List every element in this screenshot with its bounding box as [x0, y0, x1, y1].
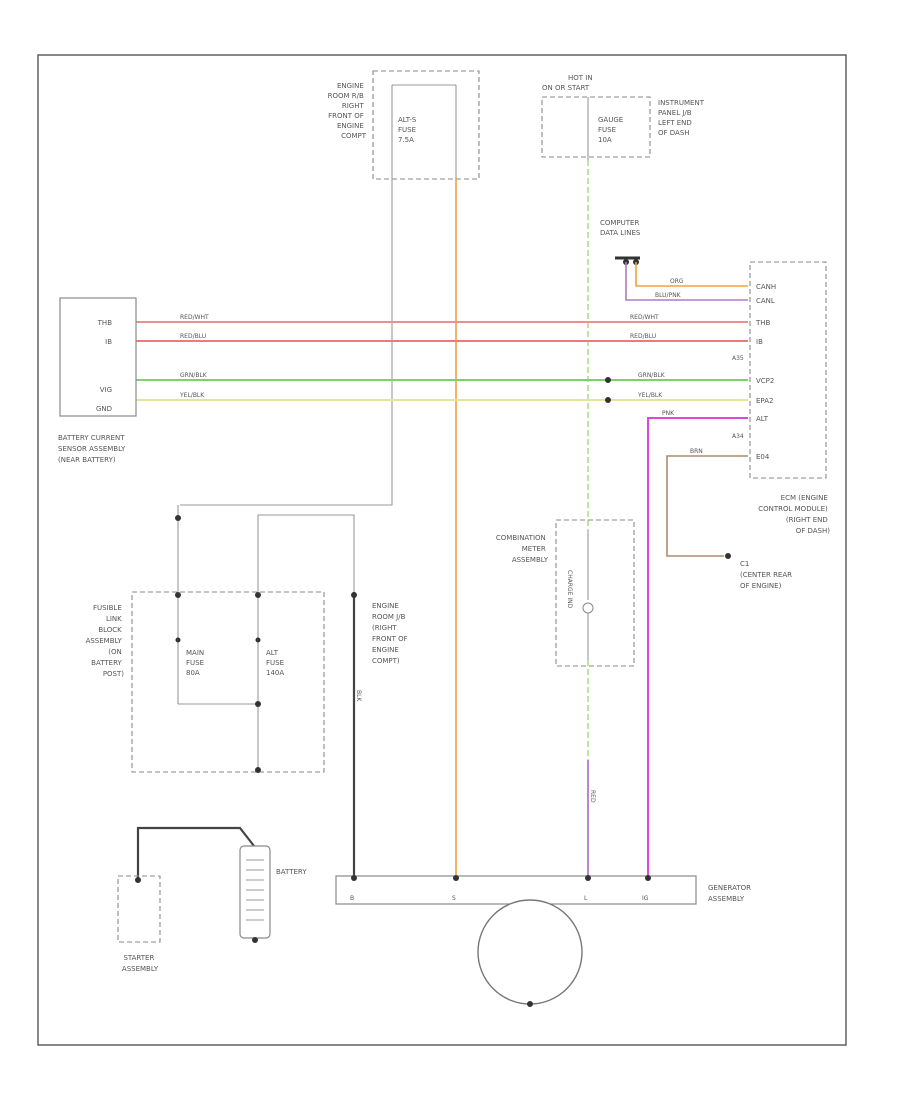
wire-pink-alt	[647, 417, 748, 878]
diagram-border	[37, 54, 847, 1046]
gauge-fuse-label-2: FUSE	[598, 126, 616, 134]
ecm-pin-thb: THB	[755, 319, 771, 327]
alt-fuse-label-2: FUSE	[266, 659, 284, 667]
splice-gnd	[605, 397, 611, 403]
wire-label-red-blu-right: RED/BLU	[630, 333, 656, 340]
wire-canh	[635, 262, 748, 287]
wire-label-blk: BLK	[355, 690, 362, 702]
alt-fuse-label-3: 140A	[266, 669, 284, 677]
sensor-pin-ib: IB	[105, 338, 112, 346]
wire-label-red-wht-right: RED/WHT	[630, 314, 659, 321]
wire-label-pnk: PNK	[662, 410, 675, 417]
ecm-pin-alt: ALT	[756, 415, 769, 423]
battery: BATTERY	[239, 845, 307, 943]
gauge-fuse-location-label: INSTRUMENT PANEL J/B LEFT END OF DASH	[658, 99, 706, 137]
ecm-pin-canh: CANH	[756, 283, 776, 291]
wire-label-brn: BRN	[690, 448, 703, 455]
wire-label-red-blu-left: RED/BLU	[180, 333, 206, 340]
computer-data-lines-label: COMPUTER DATA LINES	[600, 219, 642, 237]
wire-gray-alt-s	[180, 160, 393, 506]
generator-pin-s: S	[452, 895, 456, 902]
ground-c1-node	[725, 553, 731, 559]
ecm-pin-e04: E04	[756, 453, 770, 461]
gauge-fuse-block: GAUGE FUSE 10A	[541, 96, 651, 160]
alt-s-fuse-block: ALT-S FUSE 7.5A	[372, 70, 480, 180]
wire-brown-ground	[666, 455, 748, 557]
generator-pin-l: L	[584, 895, 588, 902]
splice-vig	[605, 377, 611, 383]
main-fuse-label-1: MAIN	[186, 649, 204, 657]
gauge-fuse-label-3: 10A	[598, 136, 612, 144]
alt-fuse-label-1: ALT	[266, 649, 279, 657]
wire-label-grn-blk-right: GRN/BLK	[638, 372, 666, 379]
ecm-pin-code-a35: A35	[732, 355, 744, 362]
fusible-link-block: MAIN FUSE 80A ALT FUSE 140A	[131, 505, 355, 773]
engine-room-jb-node	[351, 592, 357, 598]
wire-label-blu-pnk: BLU/PNK	[655, 292, 682, 299]
generator-pin-ig: IG	[642, 895, 649, 902]
ecm-pin-ib: IB	[756, 338, 763, 346]
hot-in-label: HOT IN ON OR START	[542, 74, 595, 92]
battery-current-sensor-label: BATTERY CURRENT SENSOR ASSEMBLY (NEAR BA…	[58, 434, 128, 464]
alt-s-fuse-label-2: FUSE	[398, 126, 416, 134]
generator-assembly: B S L IG	[335, 875, 697, 1007]
generator-pin-b: B	[350, 895, 354, 902]
engine-room-jb-label: ENGINE ROOM J/B (RIGHT FRONT OF ENGINE C…	[372, 602, 410, 665]
combination-meter: CHARGE IND	[555, 519, 635, 667]
sensor-pin-vig: VIG	[100, 386, 112, 394]
sensor-pin-gnd: GND	[96, 405, 112, 413]
wire-black-starter	[136, 826, 255, 880]
wire-canl	[625, 262, 748, 301]
main-fuse-label-3: 80A	[186, 669, 200, 677]
ecm-connector: CANH CANL THB IB VCP2 EPA2 ALT E04 A35 A…	[732, 261, 827, 479]
ground-c1-label: C1 (CENTER REAR OF ENGINE)	[740, 560, 794, 590]
charge-ind-label: CHARGE IND	[566, 570, 573, 609]
ecm-pin-canl: CANL	[756, 297, 775, 305]
wire-label-red: RED	[589, 790, 596, 803]
wire-label-red-wht-left: RED/WHT	[180, 314, 209, 321]
alt-s-fuse-label-1: ALT-S	[398, 116, 417, 124]
wire-label-grn-blk-left: GRN/BLK	[180, 372, 208, 379]
combination-meter-label: COMBINATION METER ASSEMBLY	[496, 534, 549, 564]
wire-label-yel-blk-right: YEL/BLK	[637, 392, 663, 399]
battery-current-sensor: THB IB VIG GND	[59, 297, 137, 417]
gauge-fuse-label-1: GAUGE	[598, 116, 623, 124]
generator-assembly-label: GENERATOR ASSEMBLY	[708, 884, 753, 903]
ecm-pin-epa2: EPA2	[756, 397, 773, 405]
ecm-pin-vcp2: VCP2	[756, 377, 774, 385]
main-fuse-label-2: FUSE	[186, 659, 204, 667]
starter-terminal	[135, 877, 141, 883]
ecm-pin-code-a34: A34	[732, 433, 744, 440]
wire-label-org: ORG	[670, 278, 684, 285]
alt-s-fuse-label-3: 7.5A	[398, 136, 414, 144]
starter-assembly-box	[117, 875, 161, 943]
sensor-pin-thb: THB	[97, 319, 113, 327]
starter-assembly-label: STARTER ASSEMBLY	[122, 954, 159, 973]
battery-label: BATTERY	[276, 868, 307, 876]
fusible-link-label: FUSIBLE LINK BLOCK ASSEMBLY (ON BATTERY …	[86, 604, 125, 678]
ecm-label: ECM (ENGINE CONTROL MODULE) (RIGHT END O…	[758, 494, 830, 535]
alt-fuse-location-label: ENGINE ROOM R/B RIGHT FRONT OF ENGINE CO…	[328, 82, 367, 140]
wire-label-yel-blk-left: YEL/BLK	[179, 392, 205, 399]
